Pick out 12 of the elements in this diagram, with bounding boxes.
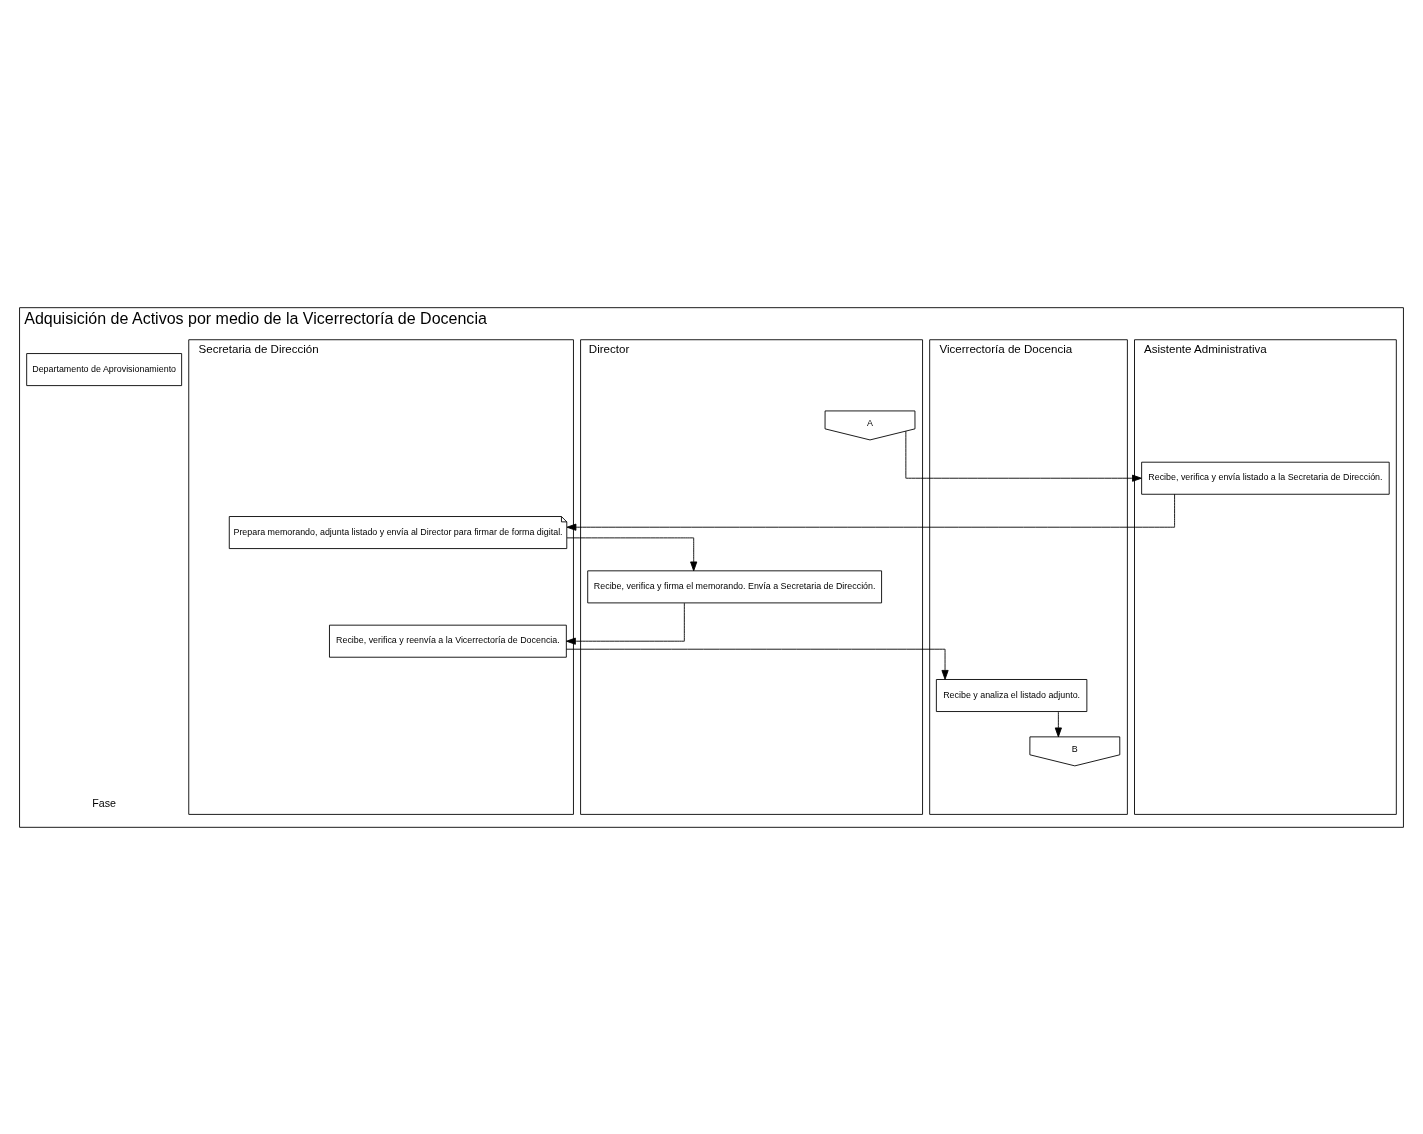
arrow: [565, 648, 949, 680]
label: Fase: [92, 796, 117, 809]
arrow: [905, 430, 1142, 482]
node-box: Recibe, verifica y reenvía a la Vicerrectoría de Docencia.: [329, 624, 567, 658]
arrow: [566, 536, 698, 571]
arrow: [566, 493, 1176, 531]
node-box: Departamento de Aprovisionamiento: [26, 352, 183, 386]
arrow: [566, 602, 685, 645]
node-box: Recibe, verifica y firma el memorando. Envía a Secretaria de Dirección.: [587, 569, 883, 603]
arrow: [1054, 710, 1062, 737]
node-box: Recibe, verifica y envía listado a la Secretaria de Dirección.: [1141, 461, 1390, 495]
node-box: Recibe y analiza el listado adjunto.: [935, 678, 1088, 712]
